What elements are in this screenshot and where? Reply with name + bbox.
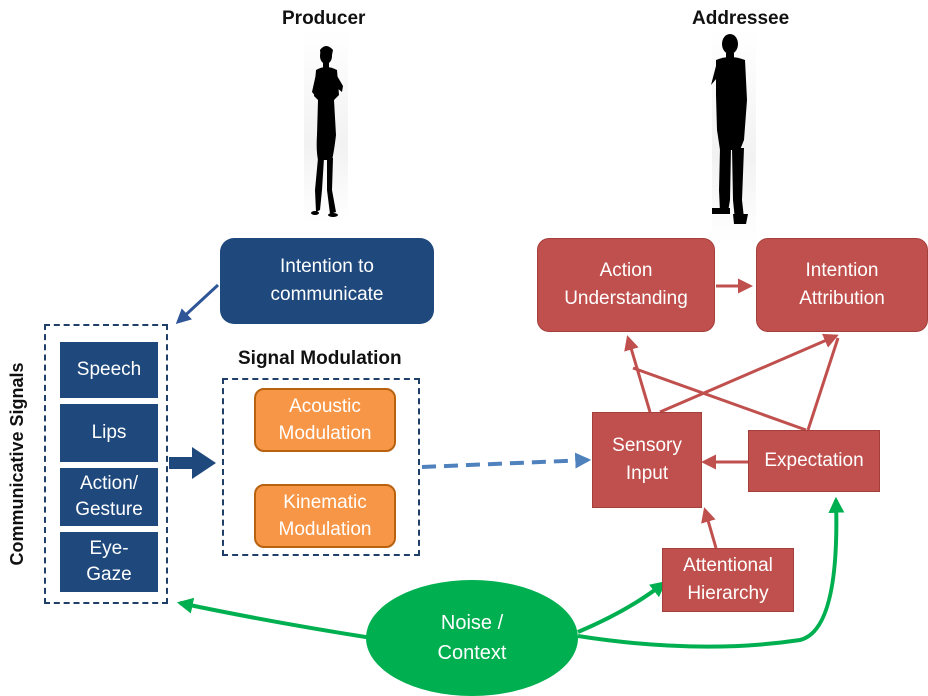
kinematic-line-1: Kinematic xyxy=(283,492,367,513)
intention-to-communicate-box: Intention to communicate xyxy=(220,238,434,324)
action-understanding-line-1: Action xyxy=(599,260,653,281)
kinematic-modulation-box: Kinematic Modulation xyxy=(254,484,396,548)
noise-to-expectation-arrow xyxy=(577,496,845,649)
intention-line-2: communicate xyxy=(270,284,384,305)
modulation-to-sensory-arrow xyxy=(421,452,592,469)
communicative-signals-frame xyxy=(44,324,168,604)
signals-to-modulation-arrow xyxy=(169,447,216,479)
noise-context-ellipse: Noise / Context xyxy=(366,580,578,696)
intention-to-signals-arrow xyxy=(175,283,220,325)
sensory-to-attribution-arrow xyxy=(659,333,839,414)
signal-modulation-frame xyxy=(222,378,420,556)
signal-modulation-title: Signal Modulation xyxy=(238,348,402,369)
signal-eye-gaze: Eye- Gaze xyxy=(60,532,158,592)
sensory-input-line-2: Input xyxy=(625,463,669,484)
intention-attribution-box: Intention Attribution xyxy=(756,238,928,332)
man-silhouette-icon xyxy=(711,34,748,224)
attentional-line-2: Hierarchy xyxy=(687,583,769,604)
producer-label: Producer xyxy=(282,8,366,29)
signal-speech: Speech xyxy=(60,342,158,398)
intention-attribution-line-2: Attribution xyxy=(799,288,885,309)
expectation-box: Expectation xyxy=(748,430,880,492)
acoustic-line-2: Modulation xyxy=(278,423,372,444)
addressee-label: Addressee xyxy=(692,8,790,29)
communicative-signals-label: Communicative Signals xyxy=(6,362,27,566)
attention-to-sensory-arrow xyxy=(701,507,718,549)
sensory-input-line-1: Sensory xyxy=(612,435,682,456)
noise-line-2: Context xyxy=(437,642,507,664)
kinematic-line-2: Modulation xyxy=(278,519,372,540)
acoustic-line-1: Acoustic xyxy=(289,396,361,417)
attentional-line-1: Attentional xyxy=(683,555,773,576)
intention-line-1: Intention to xyxy=(279,256,375,277)
sensory-to-understanding-arrow xyxy=(624,335,652,413)
signal-eye-gaze-label: Eye- Gaze xyxy=(86,538,132,585)
sensory-input-box: Sensory Input xyxy=(592,412,702,508)
intention-attribution-line-1: Intention xyxy=(805,260,879,281)
acoustic-modulation-box: Acoustic Modulation xyxy=(254,388,396,452)
signal-lips: Lips xyxy=(60,404,158,462)
expectation-to-understanding-arrow xyxy=(632,366,807,432)
action-understanding-line-2: Understanding xyxy=(564,288,688,309)
noise-line-1: Noise / xyxy=(440,612,504,634)
expectation-to-attribution-arrow xyxy=(806,337,840,431)
attentional-hierarchy-box: Attentional Hierarchy xyxy=(662,548,794,612)
noise-to-signals-arrow xyxy=(176,597,373,640)
noise-to-attention-arrow xyxy=(577,581,667,634)
woman-silhouette-icon xyxy=(311,46,343,217)
signal-action-gesture: Action/ Gesture xyxy=(60,468,158,526)
action-understanding-box: Action Understanding xyxy=(537,238,715,332)
signal-action-gesture-label: Action/ Gesture xyxy=(75,473,143,520)
